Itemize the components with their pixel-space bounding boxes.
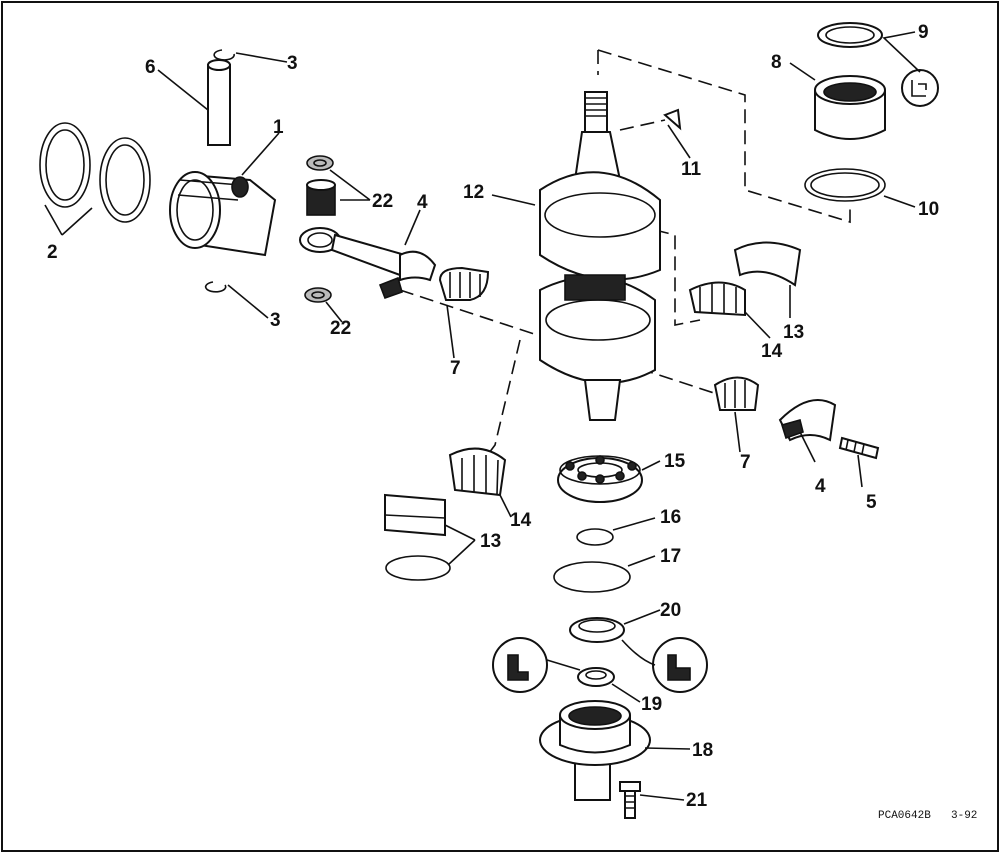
wrist-pin (207, 59, 231, 146)
callout-17: 17 (660, 546, 681, 567)
callout-13-upper: 13 (783, 322, 804, 343)
callout-9: 9 (918, 22, 929, 43)
piston (169, 171, 277, 257)
piston-rings (39, 122, 151, 223)
lower-bearing-housing (539, 700, 651, 801)
callout-13-lower: 13 (480, 531, 501, 552)
callout-14-lower: 14 (510, 510, 532, 531)
leader-lines (44, 31, 921, 801)
callout-11: 11 (681, 159, 702, 180)
callout-10: 10 (918, 199, 939, 220)
ball-bearing (557, 455, 643, 503)
bearing-halves-lower (384, 493, 451, 581)
callout-20: 20 (660, 600, 681, 621)
housing-screw (619, 781, 641, 819)
callout-2: 2 (47, 242, 58, 263)
upper-bearing-assembly (804, 22, 886, 202)
callout-8: 8 (771, 52, 782, 73)
callout-3-bottom: 3 (270, 310, 281, 331)
callout-labels: 1 2 3 3 4 4 5 6 7 7 8 9 10 11 12 13 13 1… (47, 22, 939, 811)
callout-5: 5 (866, 492, 877, 513)
date-code: 3-92 (951, 810, 977, 822)
o-ring (553, 561, 631, 593)
callout-14-upper: 14 (761, 341, 783, 362)
callout-22-upper: 22 (372, 191, 393, 212)
rod-cap-assembly (713, 376, 880, 460)
retaining-clip-bottom (204, 281, 227, 293)
retaining-clip-top (213, 49, 235, 61)
rod-bearing-cage-left (438, 266, 490, 301)
callout-22-lower: 22 (330, 318, 351, 339)
callout-7-left: 7 (450, 358, 461, 379)
snap-ring (576, 528, 614, 546)
callout-3-top: 3 (287, 53, 298, 74)
drawing-code: PCA0642B (878, 810, 931, 822)
callout-1: 1 (273, 117, 284, 138)
connecting-rod (299, 227, 437, 300)
callout-12: 12 (463, 182, 484, 203)
lower-cage-bearing (448, 447, 507, 497)
callout-21: 21 (686, 790, 708, 811)
callout-6: 6 (145, 57, 156, 78)
callout-15: 15 (664, 451, 686, 472)
woodruff-key (663, 108, 682, 131)
callout-4-rod: 4 (417, 192, 428, 213)
bearing-halves-upper (688, 241, 802, 317)
callout-19: 19 (641, 694, 662, 715)
callout-7-right: 7 (740, 452, 751, 473)
seal-detail-bubble-top (901, 69, 939, 107)
callout-16: 16 (660, 507, 681, 528)
lower-seals (569, 617, 625, 687)
crankshaft (539, 91, 661, 421)
seal-detail-bubble-left (492, 637, 548, 693)
seal-detail-bubble-right (652, 637, 708, 693)
callout-18: 18 (692, 740, 713, 761)
needle-bearing-washers (304, 155, 336, 303)
callout-4-cap: 4 (815, 476, 826, 497)
